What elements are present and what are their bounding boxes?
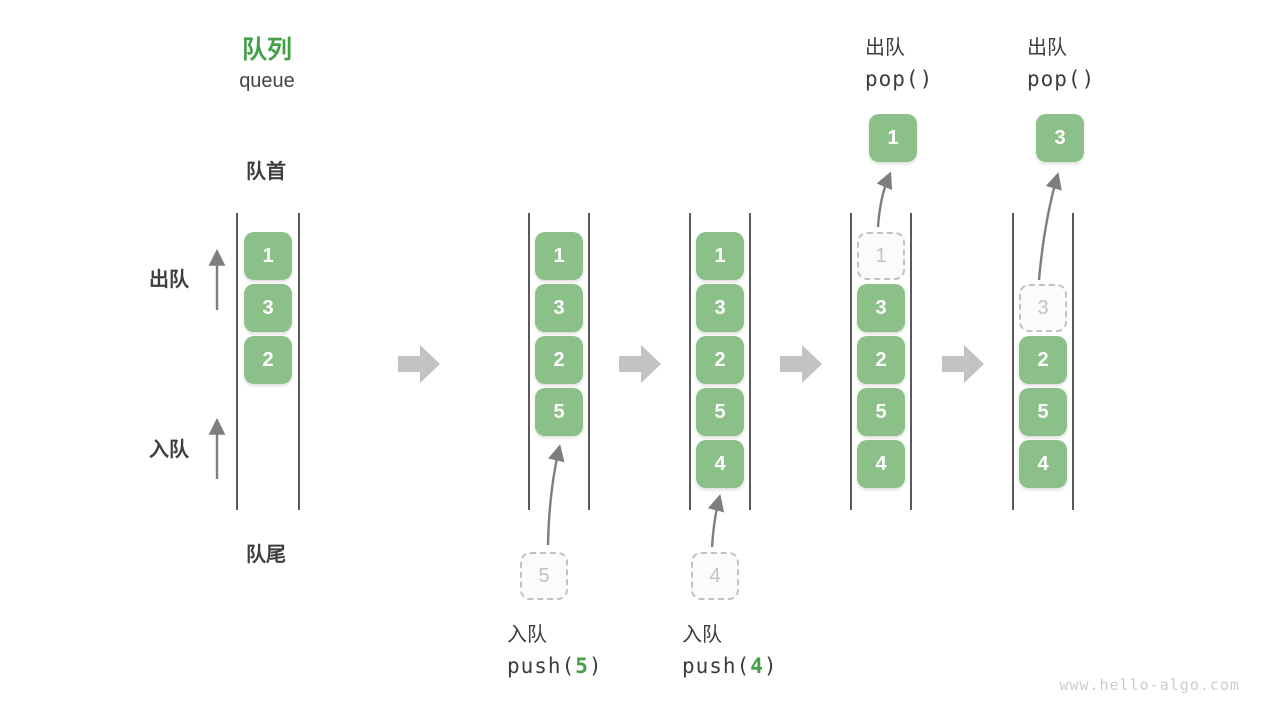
queue-cell: 2	[1019, 336, 1067, 384]
transition-arrow-icon	[942, 345, 984, 383]
pop1-op-name: 出队	[865, 37, 905, 59]
queue-wall	[528, 213, 530, 510]
queue-wall	[850, 213, 852, 510]
queue-cell: 5	[535, 388, 583, 436]
queue-wall	[1012, 213, 1014, 510]
queue-cell: 1	[535, 232, 583, 280]
queue-cell: 2	[696, 336, 744, 384]
push5-op-code: push(5)	[507, 654, 603, 678]
incoming-cell: 5	[520, 552, 568, 600]
popped-cell: 1	[869, 114, 917, 162]
pop2-operation-label: 出队 pop()	[1027, 31, 1095, 91]
queue-cell: 5	[857, 388, 905, 436]
code-close: )	[588, 654, 603, 678]
popped-cell: 3	[1036, 114, 1084, 162]
push5-op-name: 入队	[507, 624, 547, 646]
dequeue-side-label: 出队	[149, 269, 189, 291]
push4-op-name: 入队	[682, 624, 722, 646]
queue-wall	[588, 213, 590, 510]
removed-cell: 3	[1019, 284, 1067, 332]
queue-wall	[1072, 213, 1074, 510]
pop2-op-name: 出队	[1027, 37, 1067, 59]
queue-cell: 2	[244, 336, 292, 384]
pop1-op-code: pop()	[865, 67, 934, 91]
push5-arrow-icon	[546, 444, 565, 546]
queue-wall	[298, 213, 300, 510]
pop2-arrow-icon	[1037, 172, 1062, 281]
code-arg: 5	[575, 654, 589, 678]
queue-cell: 5	[696, 388, 744, 436]
queue-cell: 4	[857, 440, 905, 488]
enqueue-side-label: 入队	[149, 439, 189, 461]
queue-cell: 2	[857, 336, 905, 384]
queue-cell: 4	[696, 440, 744, 488]
rear-label: 队尾	[246, 544, 286, 566]
queue-cell: 5	[1019, 388, 1067, 436]
push4-arrow-icon	[707, 494, 725, 548]
transition-arrow-icon	[780, 345, 822, 383]
push4-op-code: push(4)	[682, 654, 778, 678]
queue-cell: 3	[535, 284, 583, 332]
pop1-arrow-icon	[876, 171, 893, 228]
watermark: www.hello-algo.com	[1059, 676, 1240, 694]
queue-wall	[236, 213, 238, 510]
removed-cell: 1	[857, 232, 905, 280]
page-subtitle: queue	[239, 70, 295, 92]
pop2-op-code: pop()	[1027, 67, 1096, 91]
queue-cell: 3	[244, 284, 292, 332]
incoming-cell: 4	[691, 552, 739, 600]
push4-operation-label: 入队 push(4)	[682, 618, 778, 678]
queue-cell: 3	[857, 284, 905, 332]
code-arg: 4	[750, 654, 764, 678]
queue-cell: 3	[696, 284, 744, 332]
queue-wall	[689, 213, 691, 510]
queue-cell: 2	[535, 336, 583, 384]
queue-wall	[749, 213, 751, 510]
front-label: 队首	[246, 161, 286, 183]
pop1-operation-label: 出队 pop()	[865, 31, 933, 91]
page-title: 队列	[241, 36, 293, 64]
code-fn: push(	[507, 654, 576, 678]
transition-arrow-icon	[398, 345, 440, 383]
push5-operation-label: 入队 push(5)	[507, 618, 603, 678]
queue-wall	[910, 213, 912, 510]
code-fn: push(	[682, 654, 751, 678]
transition-arrow-icon	[619, 345, 661, 383]
queue-cell: 1	[696, 232, 744, 280]
queue-cell: 4	[1019, 440, 1067, 488]
code-close: )	[763, 654, 778, 678]
queue-cell: 1	[244, 232, 292, 280]
